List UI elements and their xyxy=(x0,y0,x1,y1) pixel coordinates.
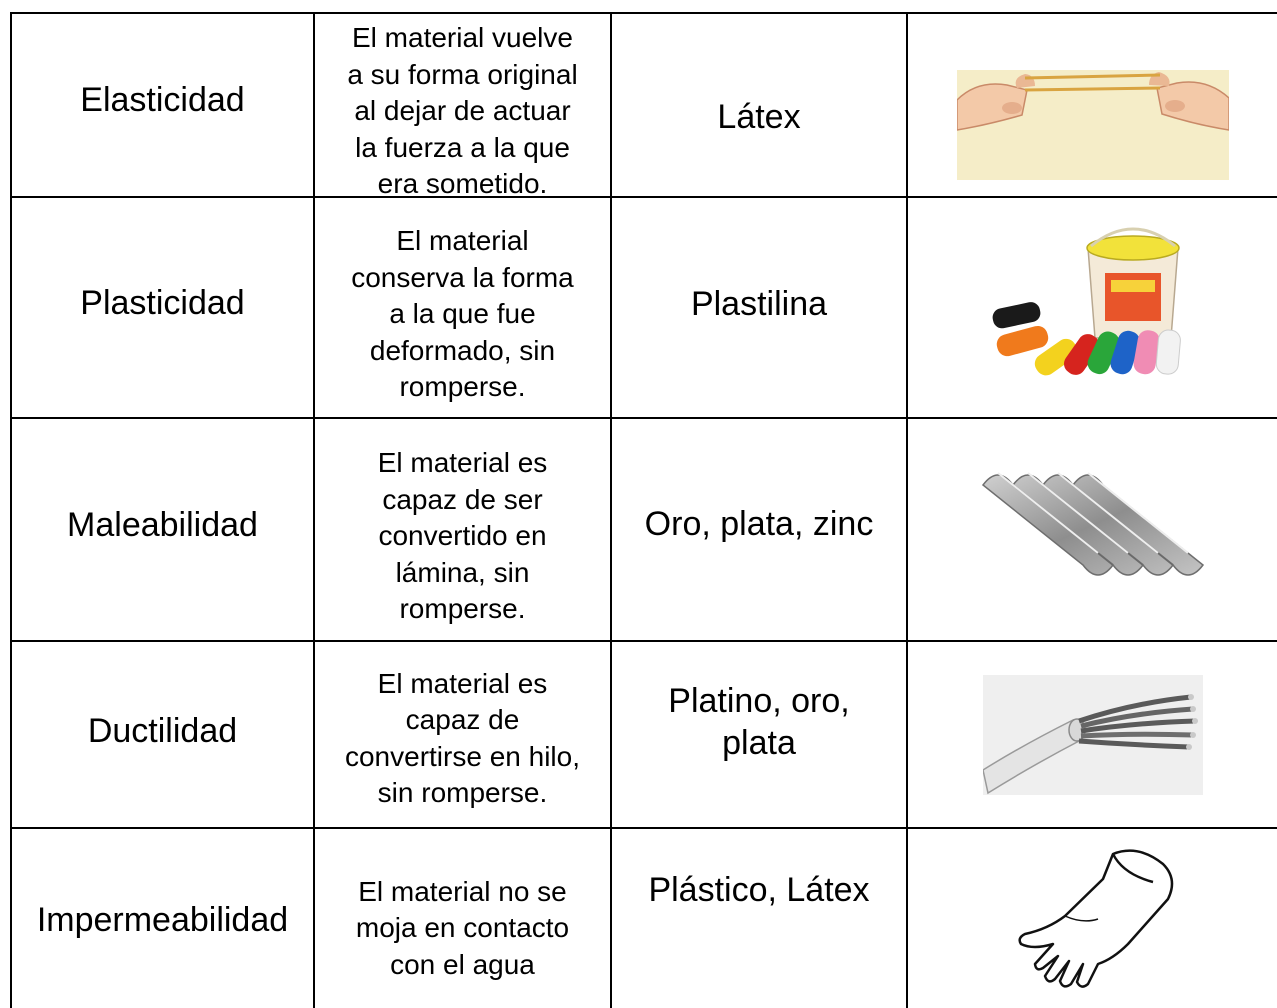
property-cell: Maleabilidad xyxy=(12,419,313,640)
example-text: Oro, plata, zinc xyxy=(644,504,874,543)
description-cell: El material no se moja en contacto con e… xyxy=(315,829,610,1008)
table-border-left xyxy=(10,12,12,1008)
description-text: El material es capaz de convertirse en h… xyxy=(344,667,580,809)
rubber-band-stretched-icon xyxy=(956,70,1229,180)
property-cell: Plasticidad xyxy=(12,198,313,417)
property-name: Impermeabilidad xyxy=(36,900,289,939)
property-cell: Elasticidad xyxy=(12,14,313,196)
column-divider-3 xyxy=(906,12,908,1008)
property-name: Maleabilidad xyxy=(67,505,258,544)
image-cell xyxy=(908,14,1277,196)
example-cell: Plástico, Látex xyxy=(612,829,906,1008)
example-cell: Oro, plata, zinc xyxy=(612,419,906,640)
image-cell xyxy=(908,419,1277,640)
column-divider-2 xyxy=(610,12,612,1008)
property-name: Ductilidad xyxy=(87,711,238,750)
row-divider-3 xyxy=(10,640,1277,642)
example-text: Platino, oro, plata xyxy=(668,682,850,762)
description-text: El material es capaz de ser convertido e… xyxy=(377,447,548,625)
description-cell: El material es capaz de ser convertido e… xyxy=(315,419,610,640)
example-cell: Plastilina xyxy=(612,198,906,417)
example-cell: Látex xyxy=(612,14,906,196)
description-text: El material no se moja en contacto con e… xyxy=(355,875,570,980)
plasticine-bucket-icon xyxy=(992,227,1181,375)
wire-cable-icon xyxy=(982,674,1203,795)
property-cell: Ductilidad xyxy=(12,642,313,827)
property-name: Plasticidad xyxy=(80,283,245,322)
property-name: Elasticidad xyxy=(80,81,245,119)
row-divider-2 xyxy=(10,417,1277,419)
description-text: El material conserva la forma a la que f… xyxy=(351,225,574,403)
description-text: El material vuelve a su forma original a… xyxy=(347,22,578,196)
table-border-top xyxy=(10,12,1277,14)
image-cell xyxy=(908,829,1277,1008)
example-text: Plástico, Látex xyxy=(648,871,870,909)
description-cell: El material vuelve a su forma original a… xyxy=(315,14,610,196)
property-cell: Impermeabilidad xyxy=(12,829,313,1008)
image-cell xyxy=(908,198,1277,417)
image-cell xyxy=(908,642,1277,827)
rubber-glove-icon xyxy=(1017,848,1173,988)
properties-table: Elasticidad El material vuelve a su form… xyxy=(10,12,1277,1008)
example-cell: Platino, oro, plata xyxy=(612,642,906,827)
row-divider-1 xyxy=(10,196,1277,198)
example-text: Látex xyxy=(717,98,801,136)
column-divider-1 xyxy=(313,12,315,1008)
example-text: Plastilina xyxy=(690,284,828,323)
row-divider-4 xyxy=(10,827,1277,829)
description-cell: El material es capaz de convertirse en h… xyxy=(315,642,610,827)
description-cell: El material conserva la forma a la que f… xyxy=(315,198,610,417)
corrugated-sheet-icon xyxy=(981,471,1204,576)
